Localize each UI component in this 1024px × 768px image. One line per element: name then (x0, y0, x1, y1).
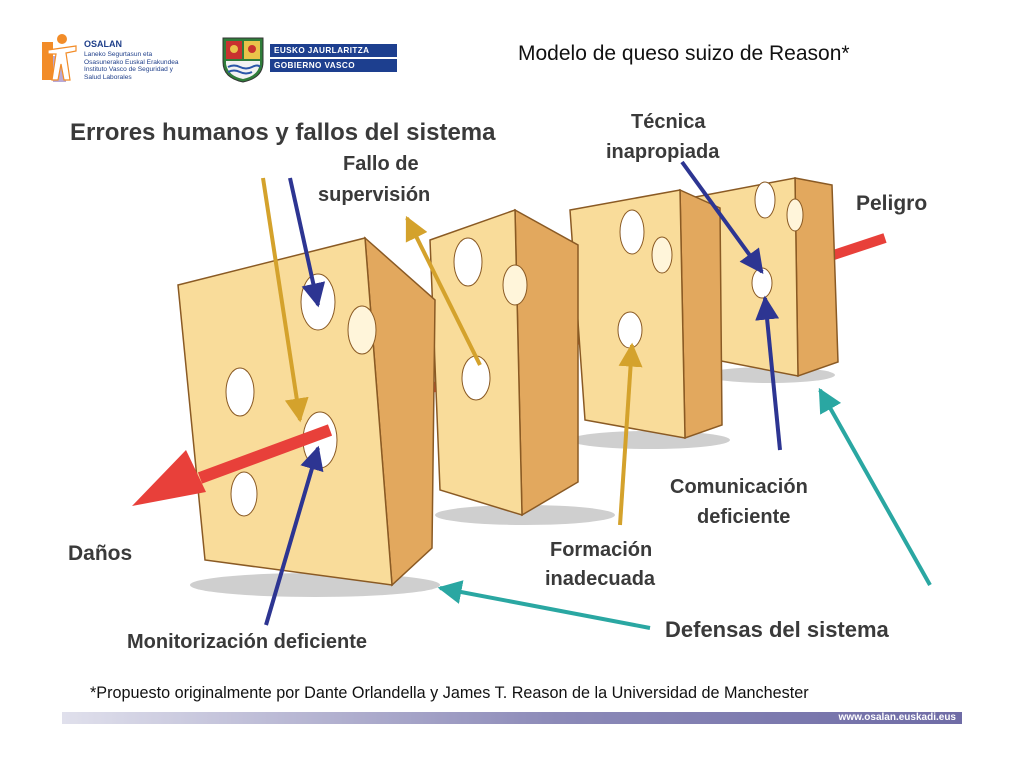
hazard-arrowhead (132, 450, 206, 506)
label-peligro: Peligro (856, 192, 927, 215)
arrow-navy-tecnica (680, 160, 764, 274)
arrow-navy-errores (288, 177, 326, 308)
label-tecnica-2: inapropiada (606, 141, 720, 163)
label-comunicacion-1: Comunicación (670, 476, 808, 498)
osalan-sub-line: Laneko Segurtasun eta (84, 51, 153, 58)
label-errores: Errores humanos y fallos del sistema (70, 119, 496, 146)
osalan-logo: OSALAN Laneko Segurtasun eta Osasunerako… (40, 32, 200, 90)
footnote: *Propuesto originalmente por Dante Orlan… (90, 684, 809, 702)
osalan-sub-line: Salud Laborales (84, 73, 132, 81)
cheese-slice-1 (177, 236, 440, 597)
label-formacion-2: inadecuada (545, 568, 656, 590)
osalan-subtitle: Laneko Segurtasun eta Osasunerako Euskal… (84, 51, 202, 81)
label-formacion-1: Formación (550, 539, 652, 561)
coat-of-arms-icon (222, 37, 264, 83)
hazard-arrow-front (197, 424, 333, 484)
arrow-gold-errores (261, 177, 309, 423)
osalan-sub-line: Instituto Vasco de Seguridad y (84, 66, 173, 74)
arrow-gold-formacion (618, 342, 643, 526)
arrow-teal-slice1 (437, 580, 651, 630)
label-comunicacion-2: deficiente (697, 506, 790, 528)
gobierno-vasco-logo: EUSKO JAURLARITZA GOBIERNO VASCO (218, 34, 400, 84)
label-fallo-2: supervisión (318, 184, 430, 206)
label-monitorizacion: Monitorización deficiente (127, 631, 367, 653)
osalan-sub-line: Osasunerako Euskal Erakundea (84, 58, 179, 66)
gv-bar-spanish: GOBIERNO VASCO (270, 59, 397, 72)
arrow-navy-comunicacion (755, 295, 782, 451)
osalan-figure-icon (42, 34, 77, 82)
footer-url: www.osalan.euskadi.eus (838, 712, 956, 723)
gv-bar-basque: EUSKO JAURLARITZA (270, 44, 397, 57)
label-tecnica-1: Técnica (631, 111, 706, 133)
footer-bar: www.osalan.euskadi.eus (62, 712, 962, 724)
arrow-navy-monitorizacion (264, 445, 324, 626)
arrow-teal-slice4 (818, 387, 932, 586)
slide-title: Modelo de queso suizo de Reason* (518, 42, 850, 65)
label-fallo-1: Fallo de (343, 153, 419, 175)
arrow-gold-supervision (405, 215, 482, 366)
label-defensas: Defensas del sistema (665, 617, 890, 642)
cheese-slice-3 (569, 188, 730, 449)
cheese-slice-2 (429, 208, 615, 525)
osalan-name: OSALAN (84, 39, 122, 49)
label-danos: Daños (68, 542, 132, 565)
